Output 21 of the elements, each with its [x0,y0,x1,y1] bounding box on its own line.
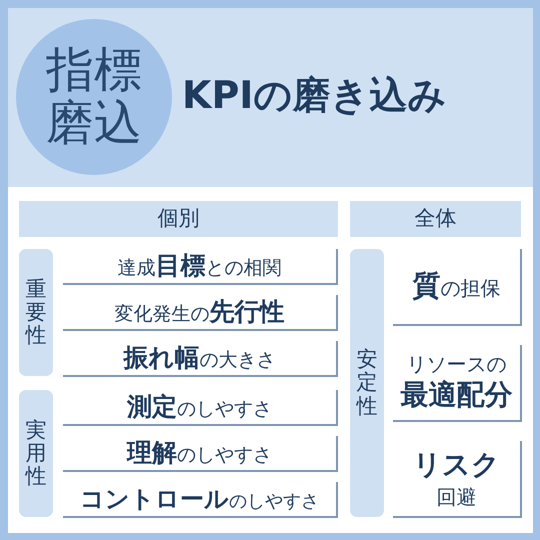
category-pill [350,249,384,517]
criterion-text: リスク回避 [413,447,500,510]
column-header-text: 全体 [414,206,456,232]
criterion-text: リソースの最適配分 [400,351,512,414]
criterion-text: 質の担保 [412,268,500,304]
criterion-text: コントロールのしやすさ [80,484,319,514]
category-pill [19,390,53,517]
criterion-text: 理解のしやすさ [127,438,272,468]
page-title: KPIの磨き込み [182,75,446,117]
criterion-text: 変化発生の先行性 [114,296,284,328]
column-header-band [19,201,338,237]
column-header-band [350,201,521,237]
criterion-text: 達成目標との相関 [118,250,282,282]
criterion-text: 振れ幅の大きさ [124,342,276,374]
column-header-text: 個別 [158,206,200,232]
criterion-text: 測定のしやすさ [127,392,272,422]
category-text: 安定性 [356,348,378,418]
category-text: 重要性 [26,278,46,348]
category-pill [19,249,53,376]
category-text: 実用性 [26,418,46,488]
badge-text: 指標磨込 [45,44,143,150]
